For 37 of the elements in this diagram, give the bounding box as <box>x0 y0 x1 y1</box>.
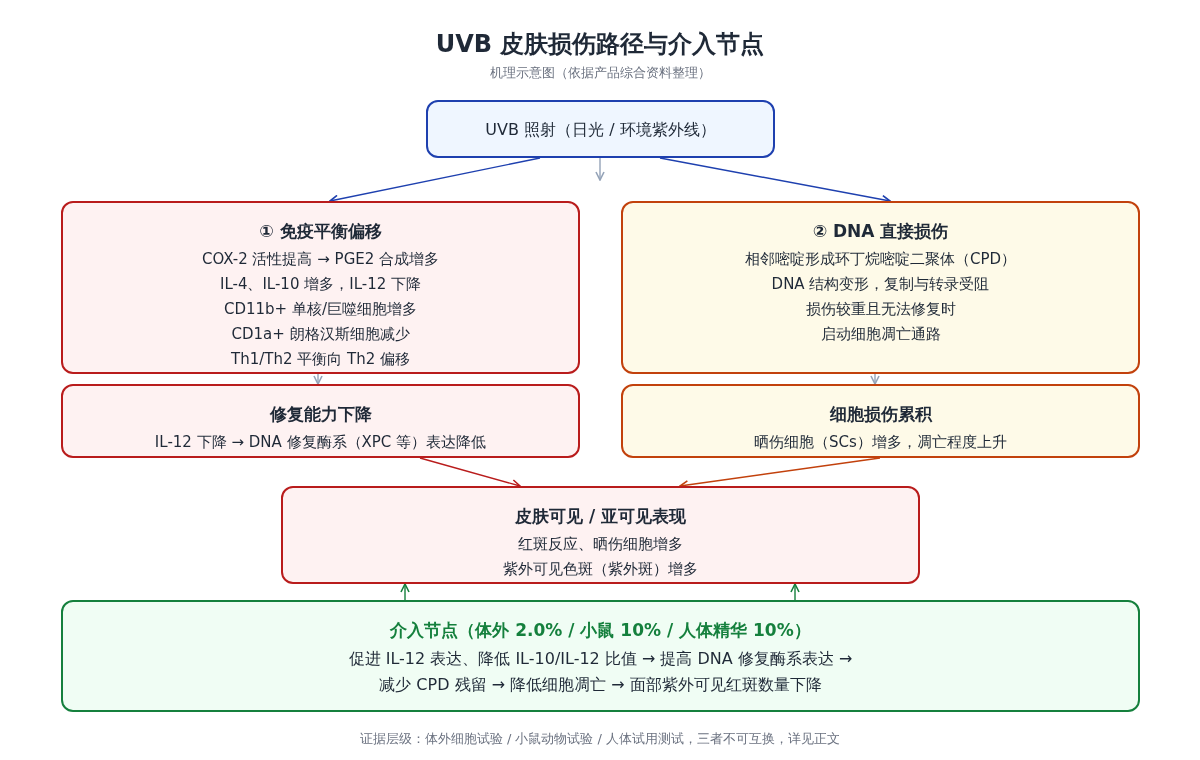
footnote: 证据层级：体外细胞试验 / 小鼠动物试验 / 人体试用测试，三者不可互换，详见正文 <box>358 730 842 748</box>
arrow <box>790 583 800 601</box>
box-text: 相邻嘧啶形成环丁烷嘧啶二聚体（CPD） <box>744 249 1017 270</box>
box-heading: ② DNA 直接损伤 <box>812 220 949 243</box>
box-text: IL-4、IL-10 增多，IL-12 下降 <box>219 274 421 295</box>
box-text: 促进 IL-12 表达、降低 IL-10/IL-12 比值 → 提高 DNA 修复酶系表达 → 减少 CPD 残留 → 降低细胞凋亡 → 面部紫外可见红斑数量下降 <box>347 648 854 696</box>
arrow <box>595 157 605 181</box>
process-box <box>61 384 580 458</box>
arrow <box>313 373 323 385</box>
process-box <box>621 384 1140 458</box>
box-text: COX-2 活性提高 → PGE2 合成增多 <box>201 249 440 270</box>
arrow <box>870 373 880 385</box>
box-text: 晒伤细胞（SCs）增多，凋亡程度上升 <box>754 432 1007 453</box>
box-text: DNA 结构变形，复制与转录受阻 <box>771 274 990 295</box>
arrow <box>419 457 521 489</box>
process-box <box>281 486 920 584</box>
box-heading: ① 免疫平衡偏移 <box>259 220 382 243</box>
box-text: Th1/Th2 平衡向 Th2 偏移 <box>231 349 410 370</box>
process-box <box>61 201 580 374</box>
box-heading: 修复能力下降 <box>269 403 372 426</box>
subtitle: 机理示意图（依据产品综合资料整理） <box>488 64 712 82</box>
process-box <box>426 100 775 158</box>
highlight-box <box>61 600 1140 712</box>
title: UVB 皮肤损伤路径与介入节点 <box>434 29 766 60</box>
box-text: CD11b+ 单核/巨噬细胞增多 <box>224 299 417 320</box>
box-heading: 介入节点（体外 2.0% / 小鼠 10% / 人体精华 10%） <box>390 619 811 642</box>
box-text: 红斑反应、晒伤细胞增多 <box>518 534 683 555</box>
box-text: 启动细胞凋亡通路 <box>820 324 941 345</box>
box-label: UVB 照射（日光 / 环境紫外线） <box>485 118 716 141</box>
process-box <box>621 201 1140 374</box>
box-text: CD1a+ 朗格汉斯细胞减少 <box>231 324 410 345</box>
box-heading: 皮肤可见 / 亚可见表现 <box>514 505 686 528</box>
arrow <box>400 583 410 601</box>
box-text: IL-12 下降 → DNA 修复酶系（XPC 等）表达降低 <box>154 432 487 453</box>
box-text: 紫外可见色斑（紫外斑）增多 <box>503 559 698 580</box>
box-text: 损伤较重且无法修复时 <box>805 299 956 320</box>
box-heading: 细胞损伤累积 <box>829 403 932 426</box>
